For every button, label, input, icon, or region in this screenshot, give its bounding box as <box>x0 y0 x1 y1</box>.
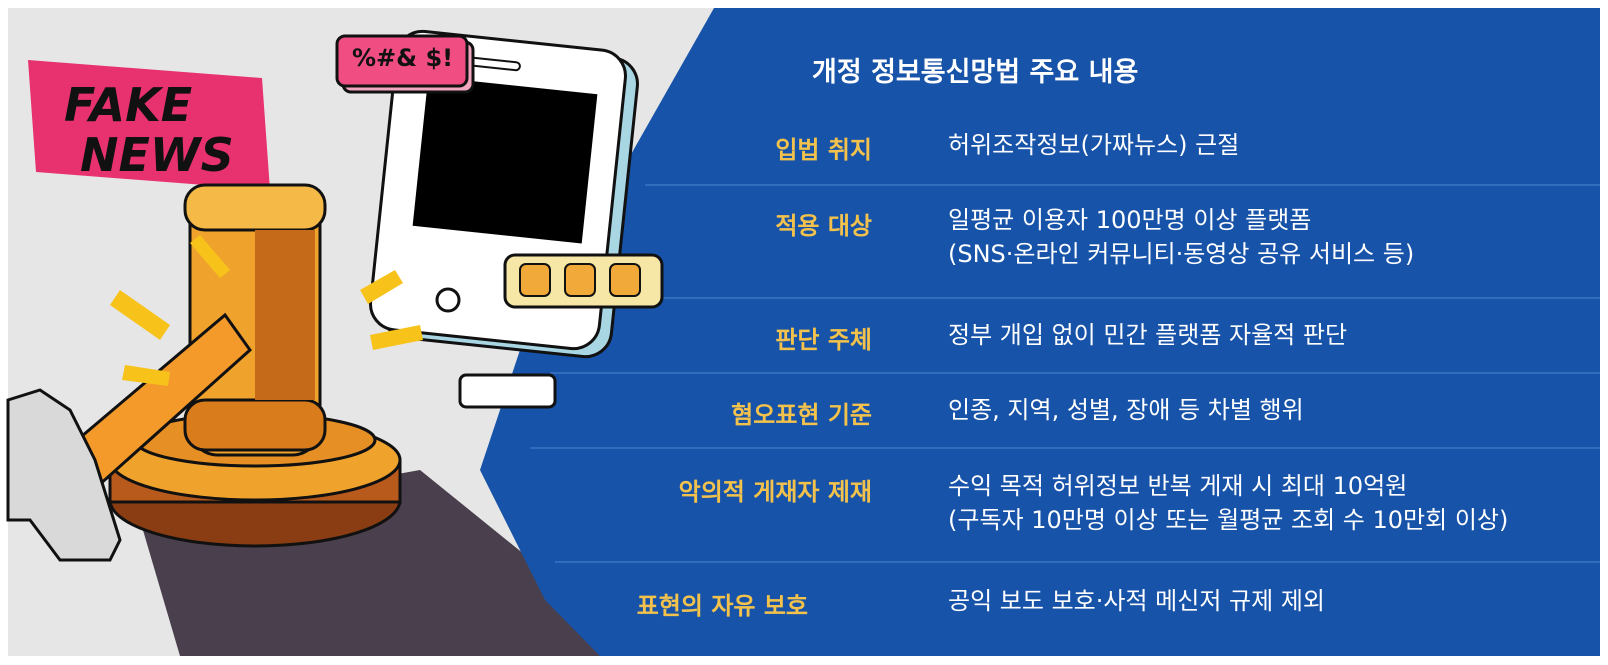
row-label-sanctions: 악의적 게재자 제재 <box>678 478 872 506</box>
value-line: 허위조작정보(가짜뉴스) 근절 <box>948 131 1240 159</box>
row-label-free-speech: 표현의 자유 보호 <box>636 592 808 620</box>
row-label-decision-maker: 판단 주체 <box>775 326 872 354</box>
fake-news-sticker <box>28 60 270 190</box>
page-title: 개정 정보통신망법 주요 내용 <box>812 57 1139 88</box>
blue-panel <box>480 8 1600 656</box>
thumbs-down-bubble <box>503 253 664 309</box>
value-line: 일평균 이용자 100만명 이상 플랫폼 <box>948 206 1312 234</box>
row-value-decision-maker: 정부 개입 없이 민간 플랫폼 자율적 판단 <box>948 318 1347 352</box>
news-label: NEWS <box>80 128 234 182</box>
gavel-icon <box>6 183 423 562</box>
speech-bubble <box>335 34 475 94</box>
row-label-target: 적용 대상 <box>775 212 872 240</box>
row-value-target: 일평균 이용자 100만명 이상 플랫폼 (SNS·온라인 커뮤니티·동영상 공… <box>948 203 1414 271</box>
row-value-sanctions: 수익 목적 허위정보 반복 게재 시 최대 10억원 (구독자 10만명 이상 … <box>948 469 1508 537</box>
speech-bubble-text: %#& $! <box>352 44 454 72</box>
row-dividers <box>530 184 1600 563</box>
row-value-legislative-purpose: 허위조작정보(가짜뉴스) 근절 <box>948 128 1239 162</box>
value-line: 공익 보도 보호·사적 메신저 규제 제외 <box>948 587 1325 615</box>
row-value-hate-speech: 인종, 지역, 성별, 장애 등 차별 행위 <box>948 393 1304 427</box>
value-line: 인종, 지역, 성별, 장애 등 차별 행위 <box>948 396 1304 424</box>
row-label-hate-speech: 혐오표현 기준 <box>731 401 872 429</box>
fake-label: FAKE <box>64 78 193 132</box>
value-line: (구독자 10만명 이상 또는 월평균 조회 수 10만회 이상) <box>948 506 1509 534</box>
value-line: 수익 목적 허위정보 반복 게재 시 최대 10억원 <box>948 472 1408 500</box>
value-line: (SNS·온라인 커뮤니티·동영상 공유 서비스 등) <box>948 240 1415 268</box>
row-label-legislative-purpose: 입법 취지 <box>775 136 872 164</box>
row-value-free-speech: 공익 보도 보호·사적 메신저 규제 제외 <box>948 584 1325 618</box>
value-line: 정부 개입 없이 민간 플랫폼 자율적 판단 <box>948 321 1348 349</box>
